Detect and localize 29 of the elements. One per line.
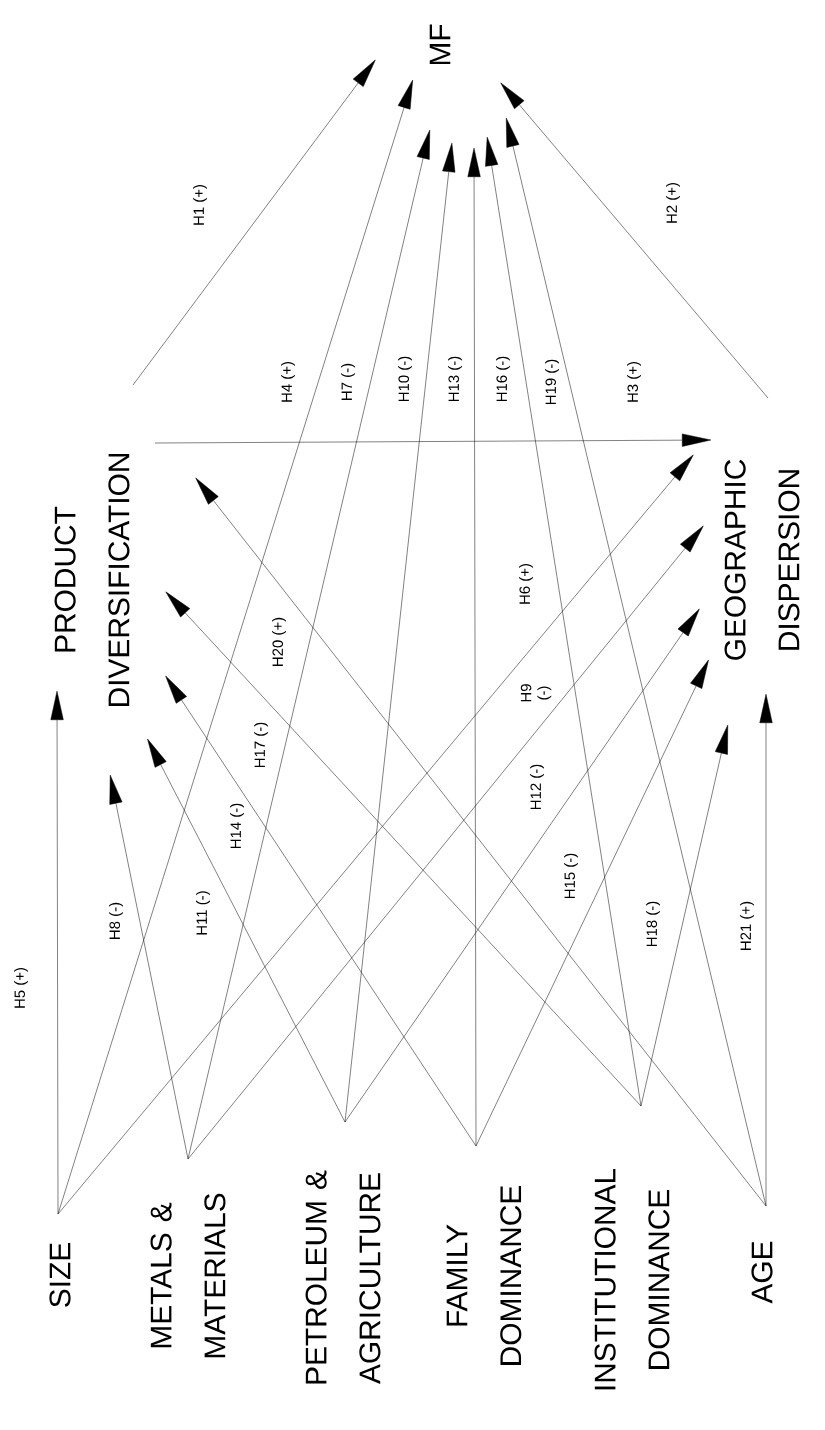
variable-label: PRODUCT DIVERSIFICATION <box>54 454 130 706</box>
arrow <box>165 675 477 1147</box>
arrow <box>500 82 769 399</box>
variable-label: GEOGRAPHIC DISPERSION <box>724 459 800 660</box>
variable-label: AGE <box>751 1241 773 1304</box>
arrow <box>344 142 456 1123</box>
variable-label: SIZE <box>49 1243 71 1307</box>
arrow <box>759 693 773 1207</box>
arrow <box>195 477 767 1207</box>
arrow <box>50 690 64 1215</box>
arrow <box>640 724 728 1107</box>
arrow <box>154 433 712 447</box>
arrow <box>475 659 709 1147</box>
arrow <box>467 147 481 1147</box>
arrow <box>485 136 642 1107</box>
arrow <box>109 774 189 1160</box>
arrow <box>344 608 700 1123</box>
variable-label: FAMILY DOMINANCE <box>446 1186 522 1365</box>
edge-label: H9 (-) <box>519 679 553 707</box>
arrow <box>147 738 346 1123</box>
arrow <box>187 525 704 1160</box>
arrow <box>132 59 376 386</box>
variable-label: INSTITUTIONAL DOMINANCE <box>594 1168 670 1390</box>
variable-label: PETROLEUM & AGRICULTURE <box>305 1170 381 1384</box>
arrow <box>57 454 694 1215</box>
arrow <box>165 591 642 1107</box>
variable-label: MF <box>429 24 451 65</box>
variable-label: METALS & MATERIALS <box>150 1193 226 1358</box>
arrow <box>187 129 430 1160</box>
